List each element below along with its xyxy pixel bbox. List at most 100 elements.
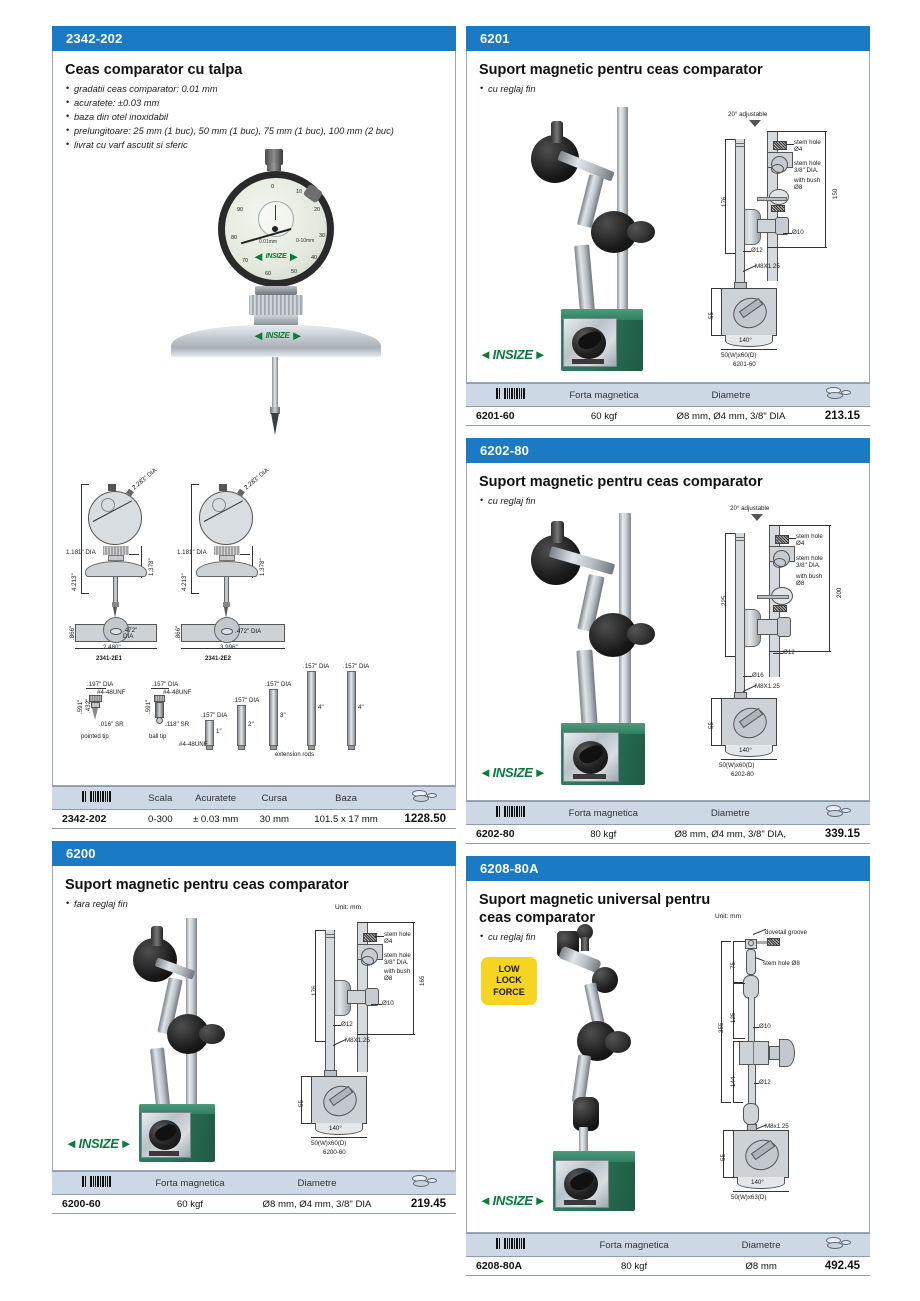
feature-list: cu reglaj fin <box>467 929 869 945</box>
list-item: gradatii ceas comparator: 0.01 mm <box>66 82 443 97</box>
product-photo-dial-indicator: 0 10 20 30 40 50 60 70 80 90 0.01m <box>53 143 457 473</box>
technical-drawing-2342: 4.213" 2.283" DIA 1.181" DIA 1.378" <box>66 466 370 758</box>
barcode-icon <box>466 801 554 825</box>
panel-header-code: 2342-202 <box>52 26 456 51</box>
page-title: Suport magnetic universal pentru ceas co… <box>479 892 711 927</box>
panel-body: Suport magnetic universal pentru ceas co… <box>466 881 870 1233</box>
spec-table-6202: Forta magnetica Diametre 6202-80 80 kgf … <box>466 801 870 844</box>
brand-logo: ◄ INSIZE ► <box>65 1136 133 1151</box>
column-header-acuratete: Acuratete <box>180 786 251 810</box>
product-photo-6202 <box>495 505 710 785</box>
cell-diametre: Ø8 mm <box>714 1256 808 1276</box>
brand-name: INSIZE <box>492 1193 533 1208</box>
product-code: 6200-60 <box>52 1194 140 1214</box>
table-row: 6208-80A 80 kgf Ø8 mm 492.45 <box>466 1256 870 1276</box>
product-code: 2342-202 <box>52 809 140 829</box>
panel-body: Suport magnetic pentru ceas comparator c… <box>466 51 870 383</box>
product-panel-6202-80: 6202-80 Suport magnetic pentru ceas comp… <box>466 438 870 844</box>
product-photo-6201 <box>495 99 710 371</box>
cell-scala: 0-300 <box>140 809 181 829</box>
list-item: acuratete: ±0.03 mm <box>66 96 443 111</box>
price-value: 492.45 <box>808 1256 870 1276</box>
unit-label: Unit: mm <box>715 913 741 920</box>
right-arrow-icon: ► <box>533 347 547 362</box>
cell-forta: 60 kgf <box>554 406 654 426</box>
barcode-icon <box>52 1171 140 1195</box>
list-item: prelungitoare: 25 mm (1 buc), 50 mm (1 b… <box>66 124 443 139</box>
panel-body: Suport magnetic pentru ceas comparator c… <box>466 463 870 801</box>
product-photo-6200 <box>81 908 281 1162</box>
weight-icon <box>808 383 870 407</box>
product-panel-6200: 6200 Suport magnetic pentru ceas compara… <box>52 841 456 1214</box>
column-header-cursa: Cursa <box>250 786 299 810</box>
column-header-diametre: Diametre <box>653 383 808 407</box>
column-header-forta: Forta magnetica <box>554 383 654 407</box>
technical-drawing-6201: 20° adjustable 150 stem hole Ø4 stem hol… <box>708 111 839 368</box>
weight-icon <box>808 801 870 825</box>
table-header-row: Forta magnetica Diametre <box>466 383 870 407</box>
status-badge: LOW LOCK FORCE <box>481 957 537 1005</box>
cell-diametre: Ø8 mm, Ø4 mm, 3/8" DIA <box>653 406 808 426</box>
barcode-icon <box>52 786 140 810</box>
table-row: 2342-202 0-300 ± 0.03 mm 30 mm 101.5 x 1… <box>52 809 456 829</box>
table-row: 6200-60 60 kgf Ø8 mm, Ø4 mm, 3/8" DIA 21… <box>52 1194 456 1214</box>
cell-diametre: Ø8 mm, Ø4 mm, 3/8" DIA <box>239 1194 394 1214</box>
cell-forta: 80 kgf <box>554 1256 715 1276</box>
feature-list: cu reglaj fin <box>467 81 869 97</box>
list-item: fara reglaj fin <box>66 897 443 912</box>
left-arrow-icon: ◄ <box>479 1193 492 1208</box>
list-item: baza din otel inoxidabil <box>66 110 443 125</box>
weight-icon <box>808 1233 870 1257</box>
list-item: cu reglaj fin <box>480 494 857 509</box>
right-arrow-icon: ► <box>119 1136 133 1151</box>
barcode-icon <box>466 383 554 407</box>
panel-header-code: 6200 <box>52 841 456 866</box>
technical-drawing-6202: 20° adjustable 200 stem hole Ø4 stem hol… <box>708 505 843 778</box>
list-item: cu reglaj fin <box>480 82 857 97</box>
panel-header-code: 6208-80A <box>466 856 870 881</box>
column-header-diametre: Diametre <box>652 801 808 825</box>
right-arrow-icon: ► <box>533 1193 547 1208</box>
left-arrow-icon: ◄ <box>479 347 492 362</box>
column-header-forta: Forta magnetica <box>140 1171 240 1195</box>
spec-table-6200: Forta magnetica Diametre 6200-60 60 kgf … <box>52 1171 456 1214</box>
spec-table-6208: Forta magnetica Diametre 6208-80A 80 kgf… <box>466 1233 870 1276</box>
column-header-scala: Scala <box>140 786 181 810</box>
brand-name: INSIZE <box>492 765 533 780</box>
barcode-icon <box>466 1233 554 1257</box>
drawing-model-label: 6202-80 <box>731 771 754 778</box>
right-arrow-icon: ► <box>533 765 547 780</box>
price-value: 1228.50 <box>394 809 456 829</box>
brand-name: INSIZE <box>492 347 533 362</box>
spec-table-6201: Forta magnetica Diametre 6201-60 60 kgf … <box>466 383 870 426</box>
list-item: livrat cu varf ascutit si sferic <box>66 138 443 153</box>
cell-baza: 101.5 x 17 mm <box>298 809 394 829</box>
column-header-forta: Forta magnetica <box>554 801 653 825</box>
product-code: 6208-80A <box>466 1256 554 1276</box>
table-row: 6201-60 60 kgf Ø8 mm, Ø4 mm, 3/8" DIA 21… <box>466 406 870 426</box>
cell-cursa: 30 mm <box>250 809 299 829</box>
left-column: 2342-202 Ceas comparator cu talpa gradat… <box>52 26 456 1226</box>
page-title: Suport magnetic pentru ceas comparator <box>479 62 763 78</box>
product-code: 6202-80 <box>466 824 554 844</box>
panel-body: Ceas comparator cu talpa gradatii ceas c… <box>52 51 456 786</box>
weight-icon <box>394 786 456 810</box>
drawing-model-label: 6201-60 <box>733 361 756 368</box>
adjustable-label: 20° adjustable <box>730 505 770 512</box>
product-photo-6208 <box>537 921 717 1216</box>
price-value: 219.45 <box>394 1194 456 1214</box>
cell-forta: 60 kgf <box>140 1194 240 1214</box>
brand-logo: ◄ INSIZE ► <box>479 347 547 362</box>
page-title: Ceas comparator cu talpa <box>65 62 243 78</box>
page-title: Suport magnetic pentru ceas comparator <box>479 474 763 490</box>
column-header-forta: Forta magnetica <box>554 1233 715 1257</box>
list-item: cu reglaj fin <box>480 930 857 945</box>
panel-body: Suport magnetic pentru ceas comparator f… <box>52 866 456 1171</box>
price-value: 213.15 <box>808 406 870 426</box>
left-arrow-icon: ◄ <box>65 1136 78 1151</box>
table-row: 6202-80 80 kgf Ø8 mm, Ø4 mm, 3/8" DIA, 3… <box>466 824 870 844</box>
column-header-diametre: Diametre <box>714 1233 808 1257</box>
product-panel-2342-202: 2342-202 Ceas comparator cu talpa gradat… <box>52 26 456 829</box>
price-value: 339.15 <box>808 824 870 844</box>
